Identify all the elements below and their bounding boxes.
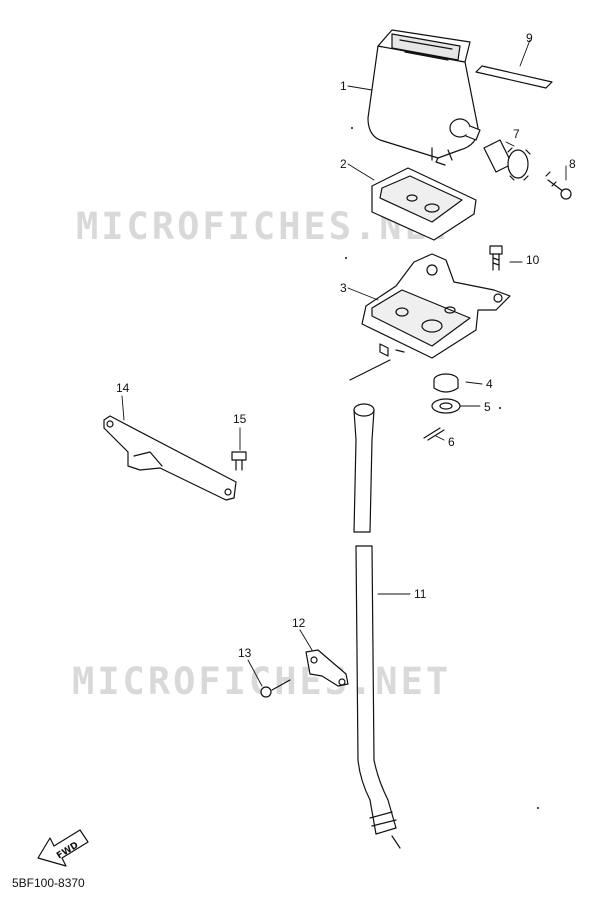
bracket-part bbox=[361, 253, 511, 359]
bolt-10-part bbox=[489, 245, 503, 271]
washer-part bbox=[431, 398, 461, 414]
screw-13-part bbox=[260, 679, 291, 698]
long-bracket-part bbox=[103, 415, 237, 501]
callout-7: 7 bbox=[513, 127, 520, 141]
callout-12: 12 bbox=[292, 616, 306, 630]
forward-arrow-icon bbox=[37, 829, 89, 867]
stray-dots bbox=[345, 127, 539, 809]
meter-housing-part bbox=[367, 29, 481, 166]
callout-13: 13 bbox=[238, 646, 252, 660]
callout-1: 1 bbox=[340, 79, 347, 93]
strip-part bbox=[475, 65, 553, 89]
callout-9: 9 bbox=[526, 31, 533, 45]
callout-6: 6 bbox=[448, 435, 455, 449]
callout-10: 10 bbox=[526, 253, 540, 267]
pin-part bbox=[423, 427, 445, 441]
leader-lines bbox=[121, 39, 567, 687]
callout-2: 2 bbox=[340, 157, 347, 171]
callout-4: 4 bbox=[486, 377, 493, 391]
callout-8: 8 bbox=[569, 157, 576, 171]
bolt-15-part bbox=[231, 451, 247, 471]
callout-14: 14 bbox=[116, 381, 130, 395]
grommet-part bbox=[433, 373, 459, 393]
diagram-code: 5BF100-8370 bbox=[12, 876, 85, 890]
callout-15: 15 bbox=[233, 412, 247, 426]
callout-5: 5 bbox=[484, 400, 491, 414]
cable-part bbox=[349, 359, 401, 849]
callout-3: 3 bbox=[340, 281, 347, 295]
clamp-part bbox=[305, 649, 349, 687]
gasket-part bbox=[371, 167, 477, 241]
callout-11: 11 bbox=[414, 587, 427, 601]
screw-8-part bbox=[545, 171, 572, 200]
gear-part bbox=[483, 139, 531, 181]
